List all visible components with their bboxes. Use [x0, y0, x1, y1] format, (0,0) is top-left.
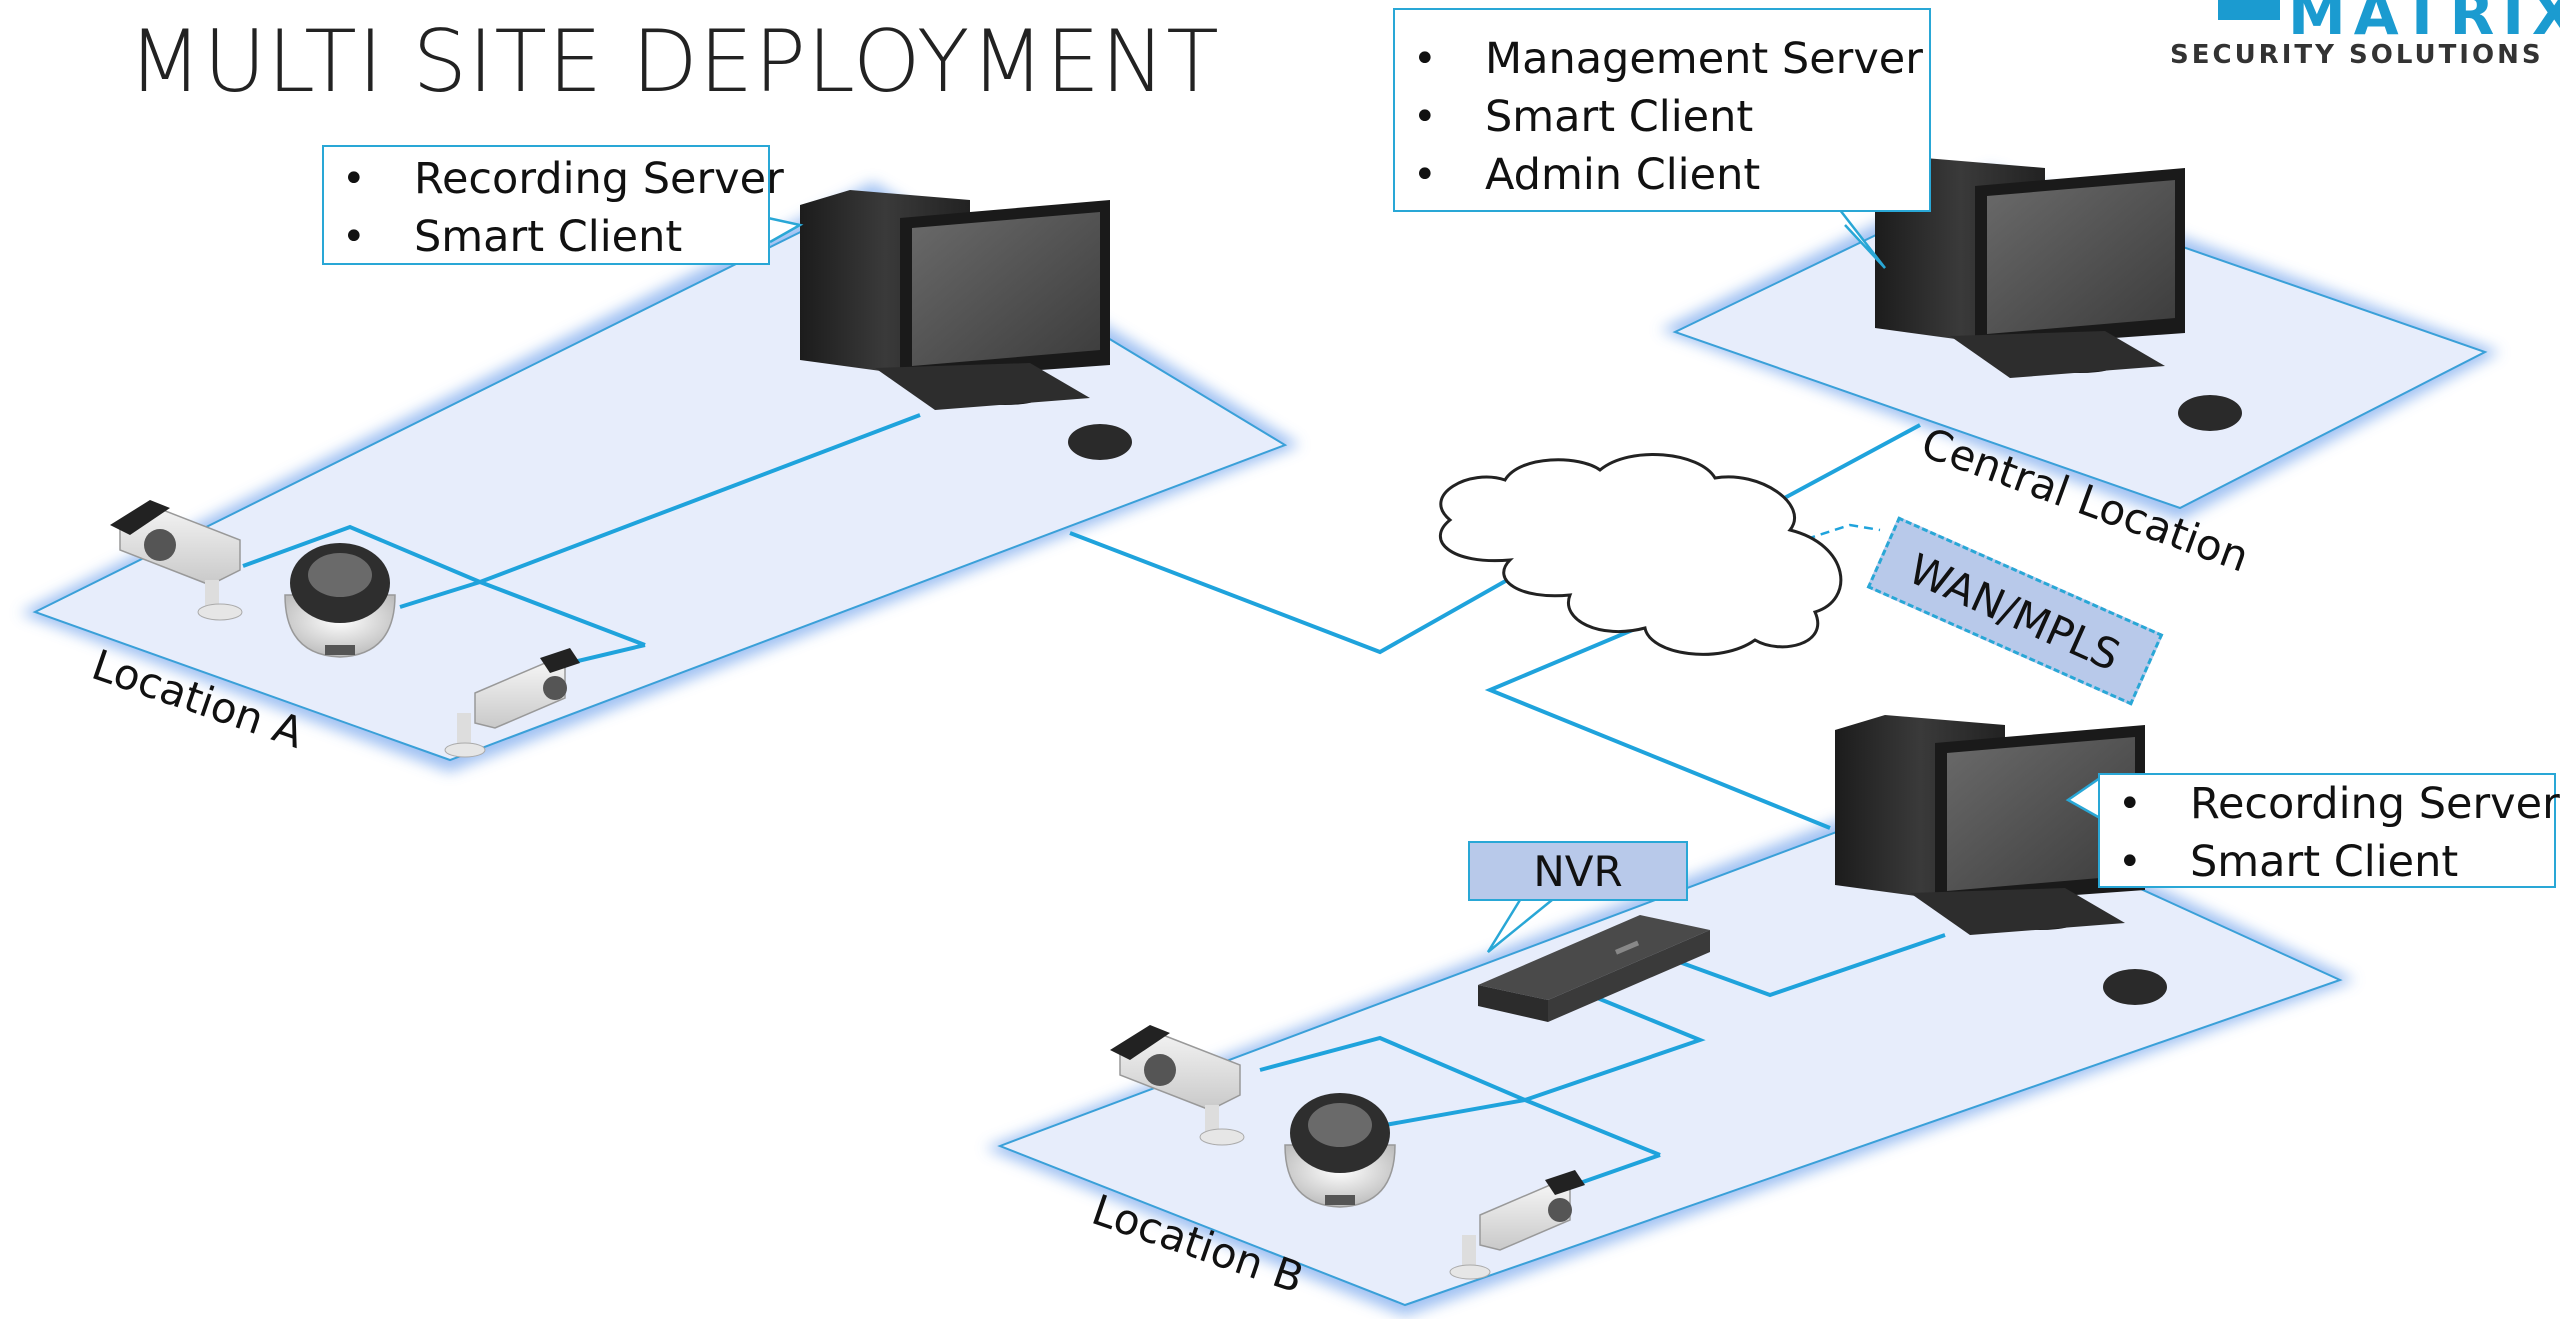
logo-word: MATRIX — [2288, 0, 2560, 48]
logo-subtitle: SECURITY SOLUTIONS — [2170, 40, 2544, 70]
nvr-device-icon — [1478, 915, 1710, 1022]
bullet-camera-b1-icon — [1110, 1025, 1245, 1146]
cloud-icon — [1438, 452, 1843, 656]
callout-item: Smart Client — [2100, 833, 2554, 891]
dome-camera-a-icon — [284, 543, 396, 658]
link-b-nvr-switch — [1524, 993, 1706, 1102]
bullet-camera-a2-icon — [444, 648, 580, 758]
link-a-dome — [399, 580, 481, 609]
callout-b-pointer — [2065, 776, 2101, 820]
bullet-camera-a1-icon — [110, 500, 243, 621]
bullet-camera-b2-icon — [1449, 1170, 1585, 1280]
link-b-nvr-pc — [1659, 933, 1946, 998]
matrix-logo: MATRIX SECURITY SOLUTIONS — [2170, 0, 2560, 92]
callout-central-location: Management Server Smart Client Admin Cli… — [1393, 8, 1931, 212]
page-title: MULTI SITE DEPLOYMENT — [128, 12, 1220, 112]
logo-mark-icon — [2218, 0, 2280, 20]
dome-camera-b-icon — [1284, 1093, 1396, 1208]
callout-item: Admin Client — [1395, 146, 1929, 204]
pc-location-b-icon — [1835, 715, 2167, 1005]
pc-central-icon — [1875, 158, 2242, 431]
callout-item: Recording Server — [324, 150, 784, 208]
pc-location-a-icon — [800, 190, 1132, 460]
link-a-backbone — [479, 413, 921, 584]
link-b-camera1 — [1259, 1035, 1526, 1102]
callout-item: Smart Client — [1395, 88, 1929, 146]
callout-item: Recording Server — [2100, 775, 2560, 833]
link-a-wan — [1069, 531, 1526, 655]
callout-location-a: Recording Server Smart Client — [322, 145, 784, 266]
nvr-tag: NVR — [1468, 841, 1688, 901]
callout-location-b: Recording Server Smart Client — [2098, 773, 2560, 891]
network-links — [242, 413, 1946, 1192]
callout-a-pointer — [767, 216, 804, 244]
callout-item: Management Server — [1395, 30, 1929, 88]
callout-item: Smart Client — [324, 208, 768, 266]
wan-tag-leader — [1734, 523, 1881, 564]
link-a-camera1 — [242, 524, 646, 647]
nvr-tag-pointer — [1486, 899, 1553, 953]
callout-central-pointer — [1839, 209, 1886, 269]
link-b-dome — [1384, 1097, 1661, 1157]
link-wan-b — [1484, 608, 1831, 830]
